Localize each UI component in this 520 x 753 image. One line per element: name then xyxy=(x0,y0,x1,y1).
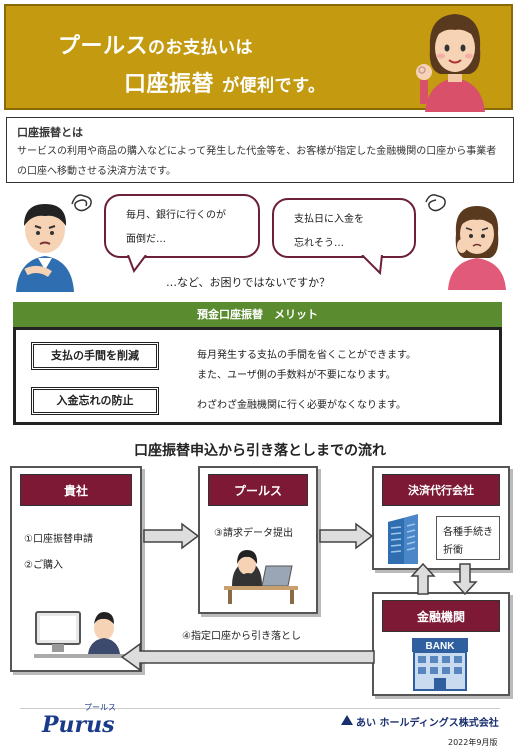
arrow-agent-to-bank xyxy=(452,563,478,596)
arrow-bank-to-agent xyxy=(410,562,436,595)
merit-text-2: また、ユーザ側の手数料が不要になります。 xyxy=(197,370,396,381)
woman-at-laptop-illustration xyxy=(224,550,298,604)
company-name: あい ホールディングス株式会社 xyxy=(356,718,499,729)
office-building-icon xyxy=(388,514,418,564)
client-box: 貴社 ①口座振替申請 ②ご購入 xyxy=(10,466,142,672)
arrow-client-to-purus xyxy=(143,522,200,550)
right-bubble-line-1: 支払日に入金を xyxy=(294,214,364,225)
worried-man-illustration xyxy=(16,204,74,292)
merit-title-bar: 預金口座振替 メリット xyxy=(13,302,502,327)
worried-woman-illustration xyxy=(448,206,506,290)
banner-line-1: プールスのお支払いは xyxy=(58,34,254,59)
left-bubble-line-2: 面倒だ… xyxy=(126,234,166,245)
arrow-purus-to-agent xyxy=(319,522,374,550)
agent-note-box: 各種手続き 折衝 xyxy=(436,516,500,560)
banner-line-2: 口座振替 が便利です。 xyxy=(124,72,326,97)
right-bubble-tail xyxy=(361,255,383,275)
bank-sign-text: BANK xyxy=(426,641,456,652)
merit-label-reduce-effort: 支払の手間を削減 xyxy=(31,342,159,370)
footer-divider xyxy=(20,708,500,709)
purus-header: プールス xyxy=(208,474,308,506)
bank-header: 金融機関 xyxy=(382,600,500,632)
left-bubble-tail xyxy=(127,255,147,273)
step-3-label: ③請求データ提出 xyxy=(214,528,293,539)
trouble-question: …など、お困りではないですか？ xyxy=(166,276,331,289)
payment-agent-header: 決済代行会社 xyxy=(382,474,500,506)
purus-box: プールス ③請求データ提出 xyxy=(198,466,318,614)
flow-title: 口座振替申込から引き落としまでの流れ xyxy=(134,443,386,459)
payment-agent-box: 決済代行会社 各種手続き 折衝 xyxy=(372,466,510,570)
woman-ok-illustration xyxy=(416,14,485,112)
company-logo-icon xyxy=(341,715,353,725)
merit-text-3: わざわざ金融機関に行く必要がなくなります。 xyxy=(197,400,406,411)
left-speech-bubble: 毎月、銀行に行くのが 面倒だ… xyxy=(104,194,260,258)
worry-scribble-icon-2 xyxy=(425,194,446,212)
header-banner: プールスのお支払いは 口座振替 が便利です。 xyxy=(4,4,513,112)
merit-text-1: 毎月発生する支払の手間を省くことができます。 xyxy=(197,350,416,361)
right-speech-bubble: 支払日に入金を 忘れそう… xyxy=(272,198,416,258)
definition-body: サービスの利用や商品の購入などによって発生した代金等を、お客様が指定した金融機関… xyxy=(17,146,497,177)
agent-note-line-1: 各種手続き xyxy=(443,527,493,538)
purus-logo: Purus xyxy=(42,712,115,738)
step-2-label: ②ご購入 xyxy=(24,560,63,571)
arrow-bank-to-client xyxy=(120,642,375,672)
merit-box: 支払の手間を削減 入金忘れの防止 毎月発生する支払の手間を省くことができます。 … xyxy=(13,327,502,425)
office-worker-illustration xyxy=(34,611,130,658)
bank-box: 金融機関 BANK xyxy=(372,592,510,696)
step-4-label: ④指定口座から引き落とし xyxy=(182,631,301,642)
bank-building-icon: BANK xyxy=(412,638,468,691)
definition-term: 口座振替とは xyxy=(17,126,83,139)
definition-box: 口座振替とは サービスの利用や商品の購入などによって発生した代金等を、お客様が指… xyxy=(6,117,514,183)
worry-scribble-icon xyxy=(71,194,92,212)
right-bubble-line-2: 忘れそう… xyxy=(294,238,344,249)
merit-label-prevent-missed-payment: 入金忘れの防止 xyxy=(31,387,159,415)
agent-note-line-2: 折衝 xyxy=(443,545,463,556)
purus-logo-kana: プールス xyxy=(84,703,116,712)
edition-date: 2022年9月版 xyxy=(448,738,498,747)
step-1-label: ①口座振替申請 xyxy=(24,534,93,545)
left-bubble-line-1: 毎月、銀行に行くのが xyxy=(126,210,226,221)
client-header: 貴社 xyxy=(20,474,132,506)
